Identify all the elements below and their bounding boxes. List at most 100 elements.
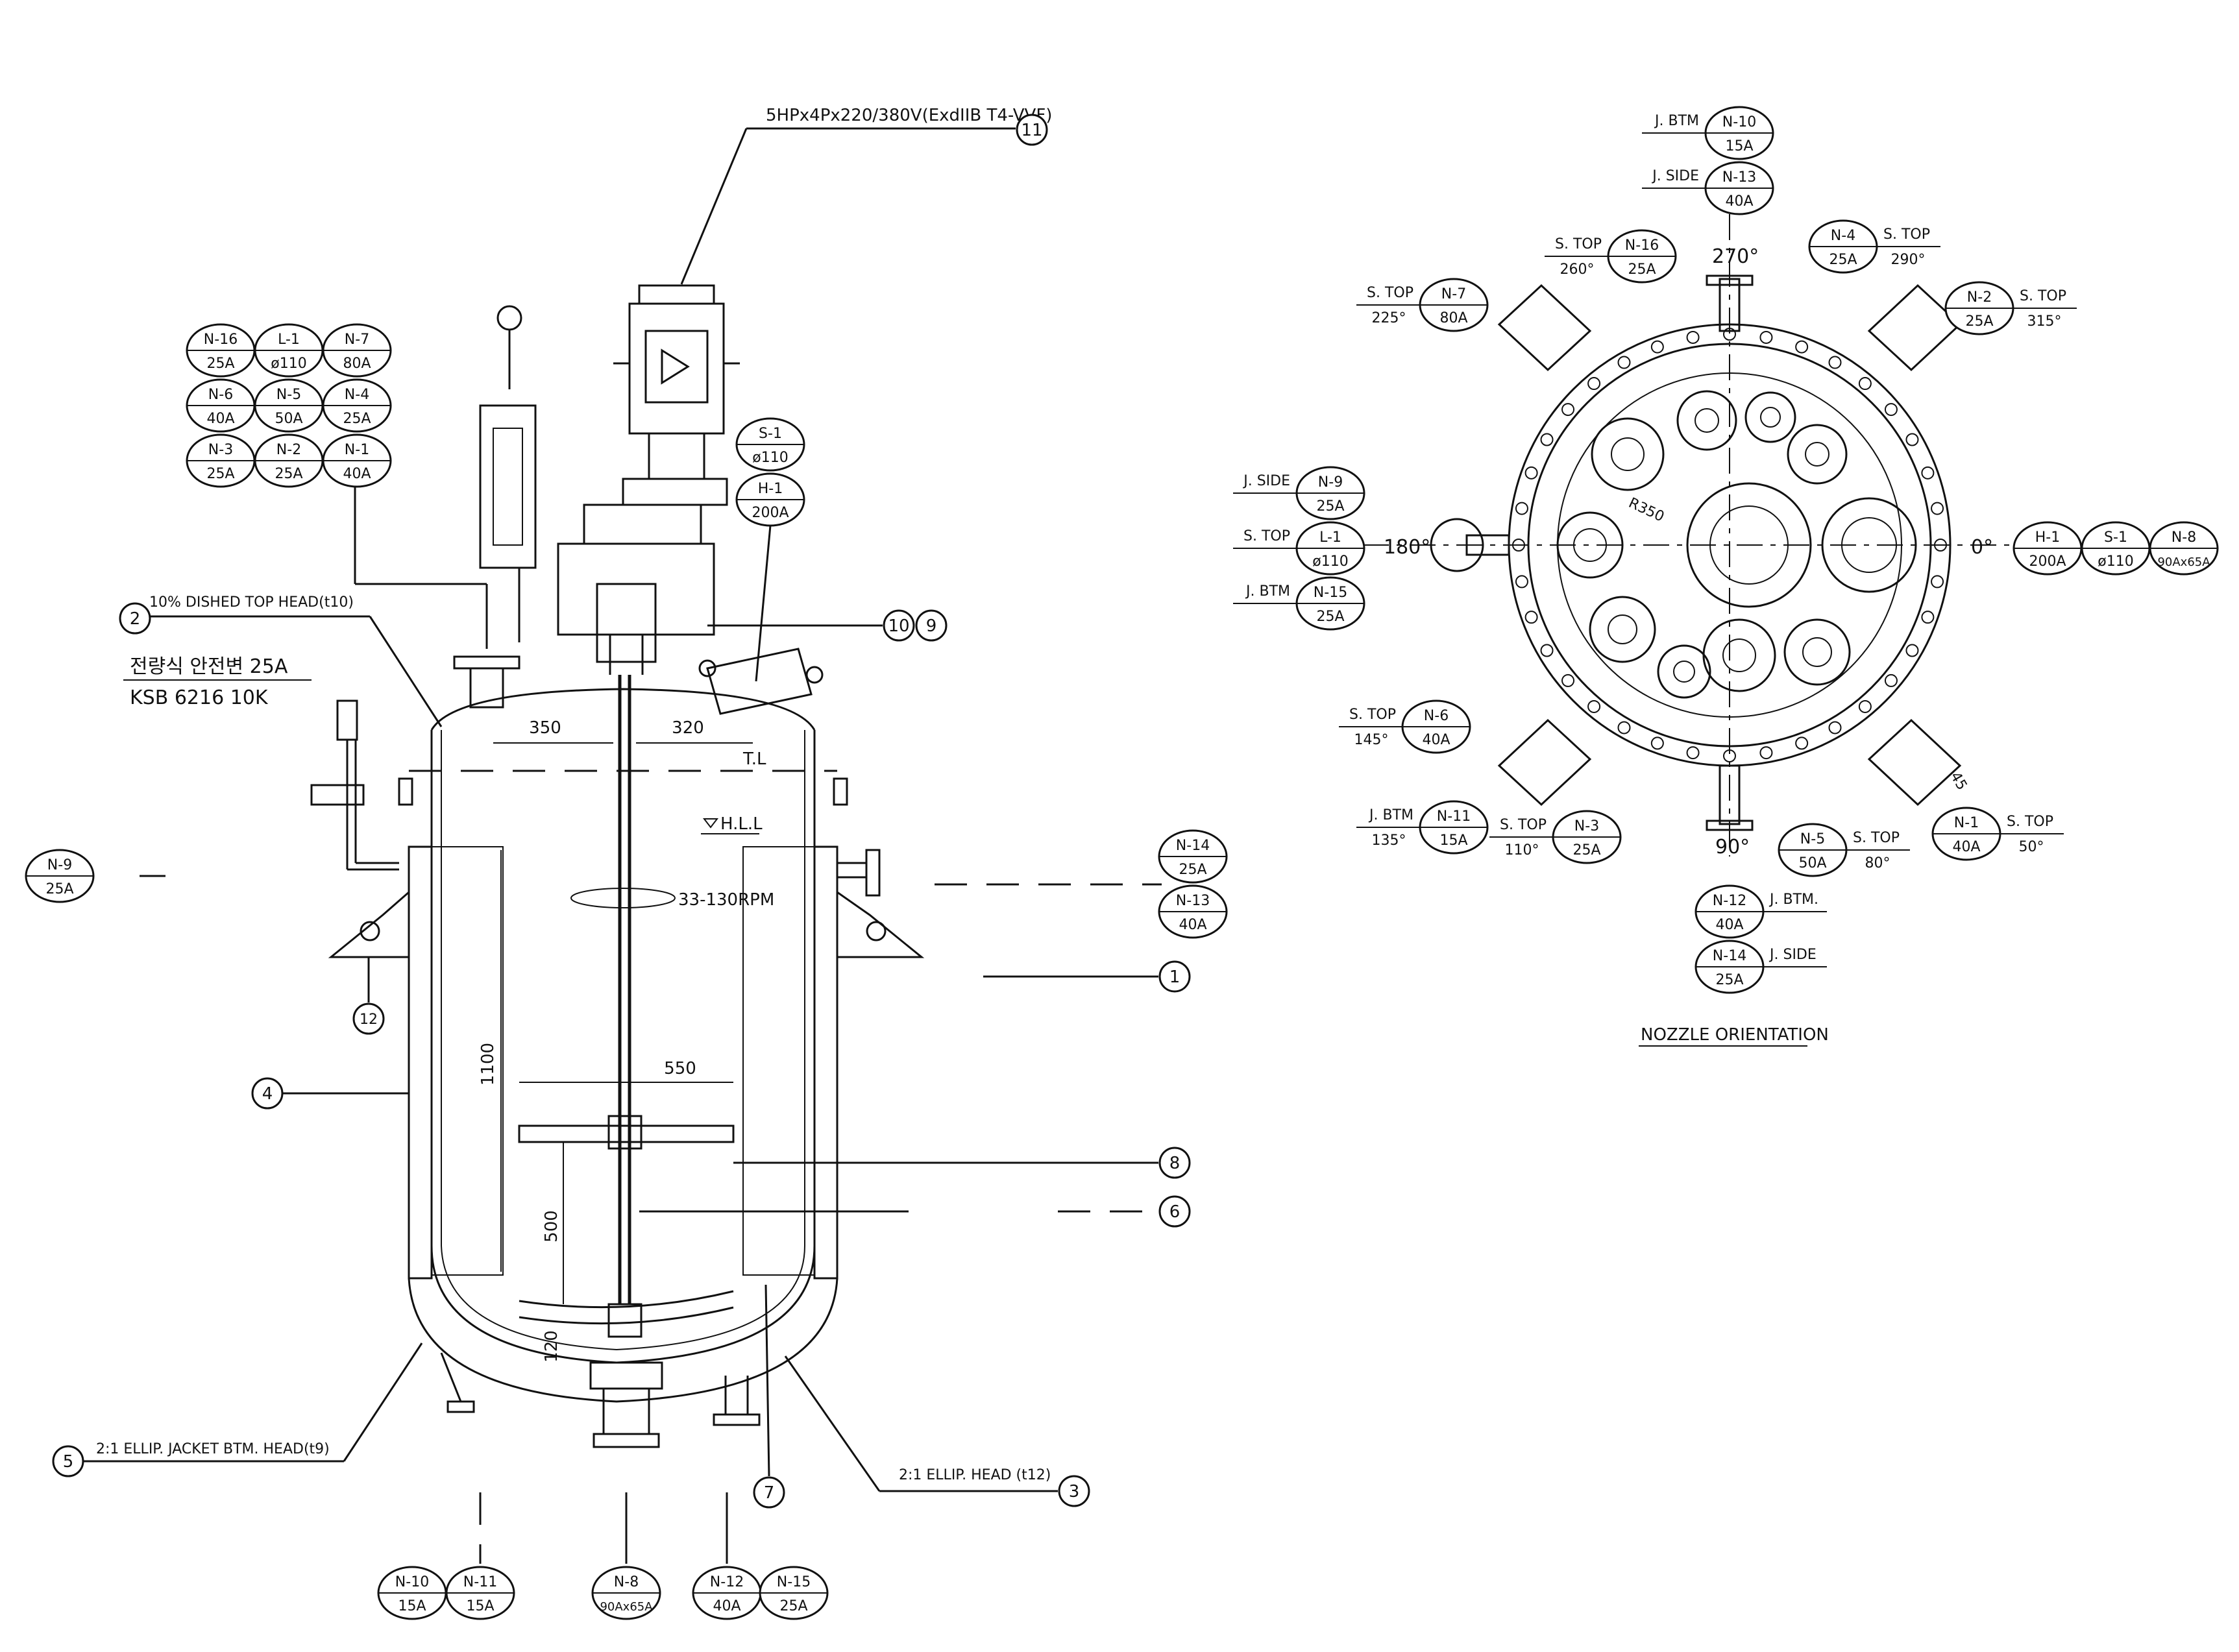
svg-text:1100: 1100 — [478, 1043, 498, 1086]
nozzle-size: 25A — [1965, 313, 1993, 330]
tag-location: S. TOP — [1883, 226, 1930, 243]
angle-90: 90° — [1715, 836, 1750, 858]
bolt-hole — [1686, 746, 1700, 760]
svg-text:500: 500 — [542, 1210, 561, 1243]
bolt-hole — [1795, 736, 1809, 750]
nozzle-id: N-8 — [2172, 529, 2196, 546]
bolt-hole — [1515, 502, 1528, 515]
svg-text:1: 1 — [1169, 967, 1181, 987]
bolt-hole — [1512, 539, 1525, 552]
angle-0: 0° — [1971, 536, 1993, 559]
nozzle-table: N-1625AL-1ø110N-780AN-640AN-550AN-425AN-… — [186, 323, 392, 488]
bottom-outlet — [440, 1352, 761, 1448]
bolt-hole — [1540, 433, 1554, 446]
jacket-btm-head-label: 2:1 ELLIP. JACKET BTM. HEAD(t9) — [96, 1441, 330, 1457]
nozzle-id: N-5 — [276, 387, 301, 403]
nozzle-id: L-1 — [278, 332, 300, 348]
nozzle-size: 25A — [1572, 842, 1600, 858]
nozzle-id: N-7 — [1441, 286, 1466, 302]
nozzle-id: N-12 — [1713, 893, 1746, 909]
tag-location: S. TOP — [2007, 814, 2053, 830]
nozzle-id: N-9 — [1318, 474, 1343, 491]
nozzle-id: N-3 — [208, 442, 233, 458]
bolt-hole — [1905, 433, 1919, 446]
nozzle-id: N-10 — [1722, 114, 1756, 130]
callout-9: 9 — [915, 609, 948, 642]
nozzle-size: 25A — [206, 466, 234, 482]
nozzle-id: N-4 — [1831, 228, 1855, 244]
svg-text:350: 350 — [529, 718, 561, 738]
safety-valve — [310, 699, 399, 871]
nozzle-size: 40A — [1179, 917, 1206, 933]
tag-angle: 260° — [1560, 261, 1595, 278]
nozzle-size: 25A — [1829, 252, 1857, 268]
angle-180: 180° — [1384, 536, 1430, 559]
nozzle-id: N-15 — [1314, 585, 1347, 601]
svg-text:7: 7 — [764, 1483, 775, 1503]
nozzle-id: N-2 — [276, 442, 301, 458]
radius-r350: R350 — [1626, 495, 1666, 526]
callout-1: 1 — [1158, 960, 1191, 993]
upper-impeller — [518, 1115, 735, 1150]
nozzle-size: 25A — [343, 411, 371, 427]
callout-11: 11 — [1016, 114, 1048, 146]
svg-text:12: 12 — [360, 1012, 378, 1028]
tag-location: S. TOP — [2020, 288, 2066, 304]
bolt-hole — [1828, 356, 1842, 369]
svg-text:10: 10 — [888, 616, 909, 636]
nozzle-size: 15A — [1725, 138, 1753, 154]
bolt-hole — [1934, 539, 1947, 552]
svg-text:8: 8 — [1169, 1154, 1181, 1173]
nozzle-size: 25A — [275, 466, 302, 482]
nozzle-size: 40A — [206, 411, 234, 427]
bolt-hole — [1921, 611, 1935, 624]
bolt-hole — [1686, 330, 1700, 344]
tag-location: J. SIDE — [1242, 473, 1290, 489]
bolt-hole — [1587, 699, 1601, 713]
sight-glass-filter — [479, 305, 537, 642]
agitator-motor — [557, 284, 740, 675]
nozzle-id: N-7 — [345, 332, 369, 348]
nozzle-size: ø110 — [271, 356, 306, 372]
nozzle-id: N-11 — [463, 1574, 497, 1590]
nozzle-id: N-3 — [1574, 818, 1599, 834]
nozzle-size: 25A — [45, 881, 73, 897]
bolt-hole — [1921, 466, 1935, 480]
bolt-hole — [1650, 340, 1664, 354]
bolt-hole — [1858, 377, 1872, 391]
nozzle-id: N-10 — [395, 1574, 429, 1590]
flange-bolt-holes — [1512, 328, 1947, 762]
nozzle-size: 25A — [1715, 972, 1743, 988]
bolt-hole — [1759, 746, 1773, 760]
svg-text:3: 3 — [1069, 1482, 1080, 1501]
callout-10: 10 — [883, 609, 915, 642]
elevation-view: 5HPx4Px220/380V(ExdIIB T4-VVF) 11 — [25, 106, 1228, 1620]
lower-impeller — [519, 1290, 734, 1338]
nozzle-id: S-1 — [759, 426, 782, 442]
bolt-hole — [1650, 736, 1664, 750]
nozzle-size: 15A — [1439, 832, 1467, 849]
nozzle-id: L-1 — [1319, 529, 1341, 546]
svg-text:9: 9 — [926, 616, 937, 636]
angle-270: 270° — [1712, 245, 1759, 268]
bolt-hole — [1561, 674, 1575, 687]
nozzle-size: 25A — [1316, 609, 1344, 625]
nozzle-size: 25A — [1179, 862, 1206, 878]
